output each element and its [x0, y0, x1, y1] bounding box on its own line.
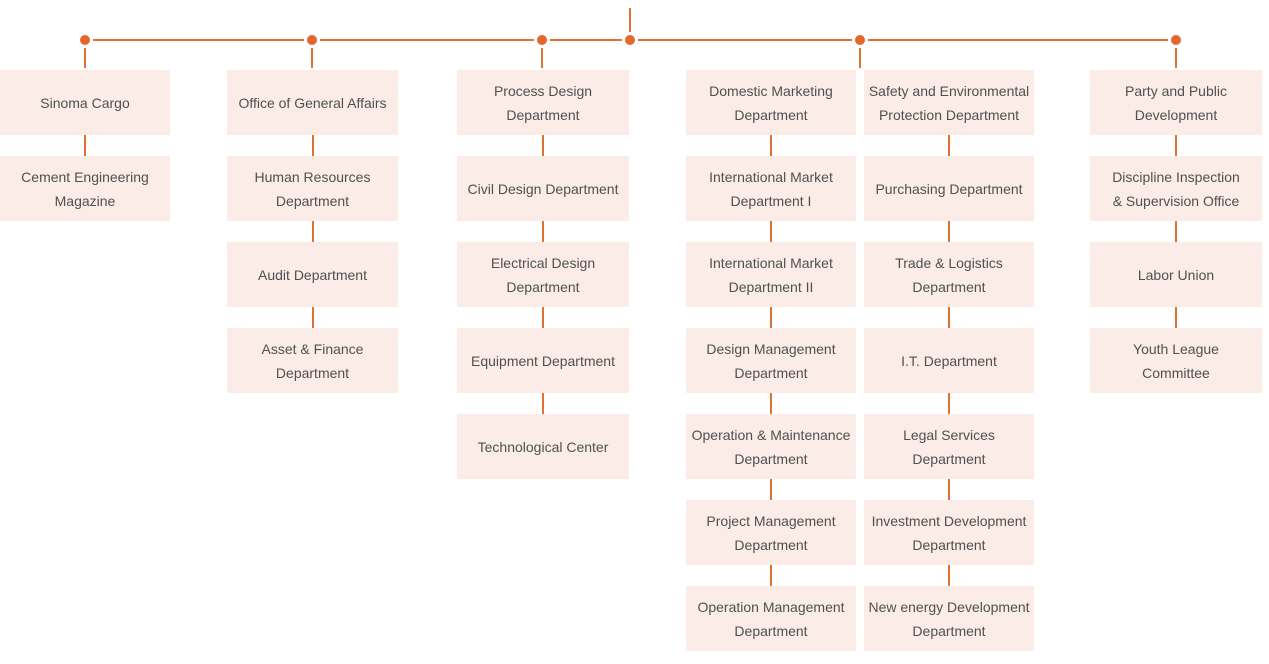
org-box-legal-services-department: Legal Services Department [864, 393, 1034, 479]
org-box-international-market-department-ii: International Market Department II [686, 221, 856, 307]
org-box-audit-department: Audit Department [227, 221, 398, 307]
connector-dot [304, 32, 320, 48]
org-box-office-of-general-affairs: Office of General Affairs [227, 70, 398, 135]
org-box-operation-management-department: Operation Management Department [686, 565, 856, 651]
org-box-i-t-department: I.T. Department [864, 307, 1034, 393]
org-box-technological-center: Technological Center [457, 393, 629, 479]
org-box-civil-design-department: Civil Design Department [457, 135, 629, 221]
org-box-trade-logistics-department: Trade & Logistics Department [864, 221, 1034, 307]
org-box-domestic-marketing-department: Domestic Marketing Department [686, 70, 856, 135]
org-box-safety-and-environmental-protection-department: Safety and Environmental Protection Depa… [864, 70, 1034, 135]
org-box-labor-union: Labor Union [1090, 221, 1262, 307]
connector-stem [629, 8, 631, 40]
org-box-party-and-public-development: Party and Public Development [1090, 70, 1262, 135]
org-box-asset-finance-department: Asset & Finance Department [227, 307, 398, 393]
org-box-cement-engineering-magazine: Cement Engineering Magazine [0, 135, 170, 221]
connector-dot [1168, 32, 1184, 48]
org-box-electrical-design-department: Electrical Design Department [457, 221, 629, 307]
org-box-purchasing-department: Purchasing Department [864, 135, 1034, 221]
org-box-youth-league-committee: Youth League Committee [1090, 307, 1262, 393]
org-box-discipline-inspection-supervision-office: Discipline Inspection & Supervision Offi… [1090, 135, 1262, 221]
org-box-international-market-department-i: International Market Department I [686, 135, 856, 221]
org-box-sinoma-cargo: Sinoma Cargo [0, 70, 170, 135]
org-box-project-management-department: Project Management Department [686, 479, 856, 565]
org-box-operation-maintenance-department: Operation & Maintenance Department [686, 393, 856, 479]
connector-dot [534, 32, 550, 48]
connector-drop [859, 40, 861, 68]
connector-dot [77, 32, 93, 48]
connector-drop [84, 40, 86, 68]
org-box-investment-development-department: Investment Development Department [864, 479, 1034, 565]
org-box-process-design-department: Process Design Department [457, 70, 629, 135]
connector-dot [622, 32, 638, 48]
org-box-new-energy-development-department: New energy Development Department [864, 565, 1034, 651]
org-column-5: Safety and Environmental Protection Depa… [864, 70, 1034, 651]
connector-drop [1175, 40, 1177, 68]
org-box-design-management-department: Design Management Department [686, 307, 856, 393]
org-box-human-resources-department: Human Resources Department [227, 135, 398, 221]
org-box-equipment-department: Equipment Department [457, 307, 629, 393]
connector-dot [852, 32, 868, 48]
connector-drop [311, 40, 313, 68]
connector-drop [541, 40, 543, 68]
